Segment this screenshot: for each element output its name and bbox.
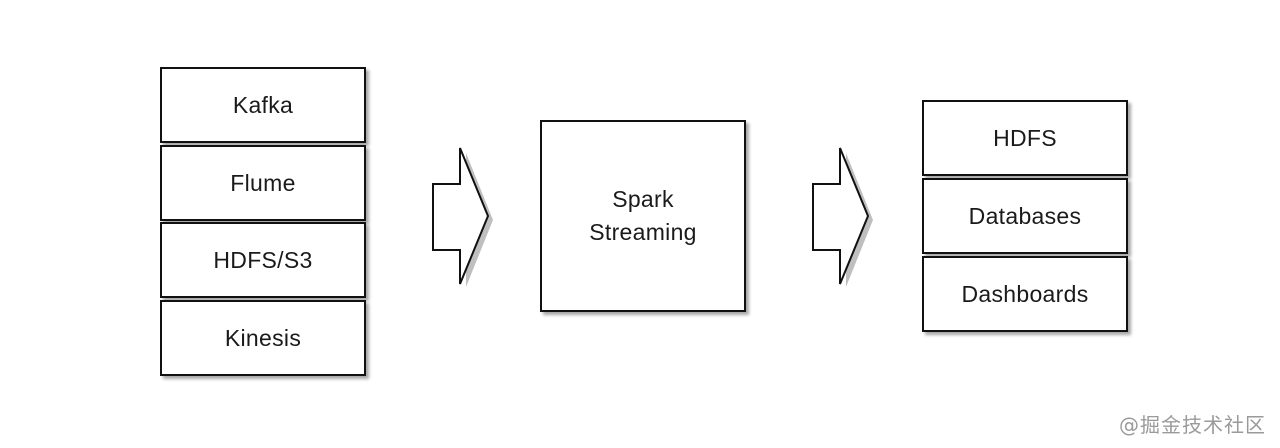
processor-label-line2: Streaming bbox=[589, 219, 697, 245]
right-arrow-icon bbox=[812, 147, 873, 287]
source-kafka-label: Kafka bbox=[232, 91, 294, 118]
source-hdfs-s3: HDFS/S3 bbox=[160, 222, 366, 298]
source-flume: Flume bbox=[160, 145, 366, 221]
source-kinesis-label: Kinesis bbox=[224, 324, 302, 351]
sink-hdfs-label: HDFS bbox=[993, 124, 1057, 151]
sink-dashboards-label: Dashboards bbox=[961, 280, 1089, 307]
processor-spark-streaming: Spark Streaming bbox=[540, 120, 746, 312]
processor-label-line1: Spark bbox=[612, 186, 674, 212]
source-kafka: Kafka bbox=[160, 67, 366, 143]
sink-hdfs: HDFS bbox=[922, 100, 1128, 176]
source-hdfs-s3-label: HDFS/S3 bbox=[213, 246, 313, 273]
source-kinesis: Kinesis bbox=[160, 300, 366, 376]
sink-databases: Databases bbox=[922, 178, 1128, 254]
sink-databases-label: Databases bbox=[968, 202, 1082, 229]
right-arrow-icon bbox=[432, 147, 493, 287]
sink-dashboards: Dashboards bbox=[922, 256, 1128, 332]
watermark: @掘金技术社区 bbox=[1119, 413, 1266, 437]
source-flume-label: Flume bbox=[230, 169, 296, 196]
